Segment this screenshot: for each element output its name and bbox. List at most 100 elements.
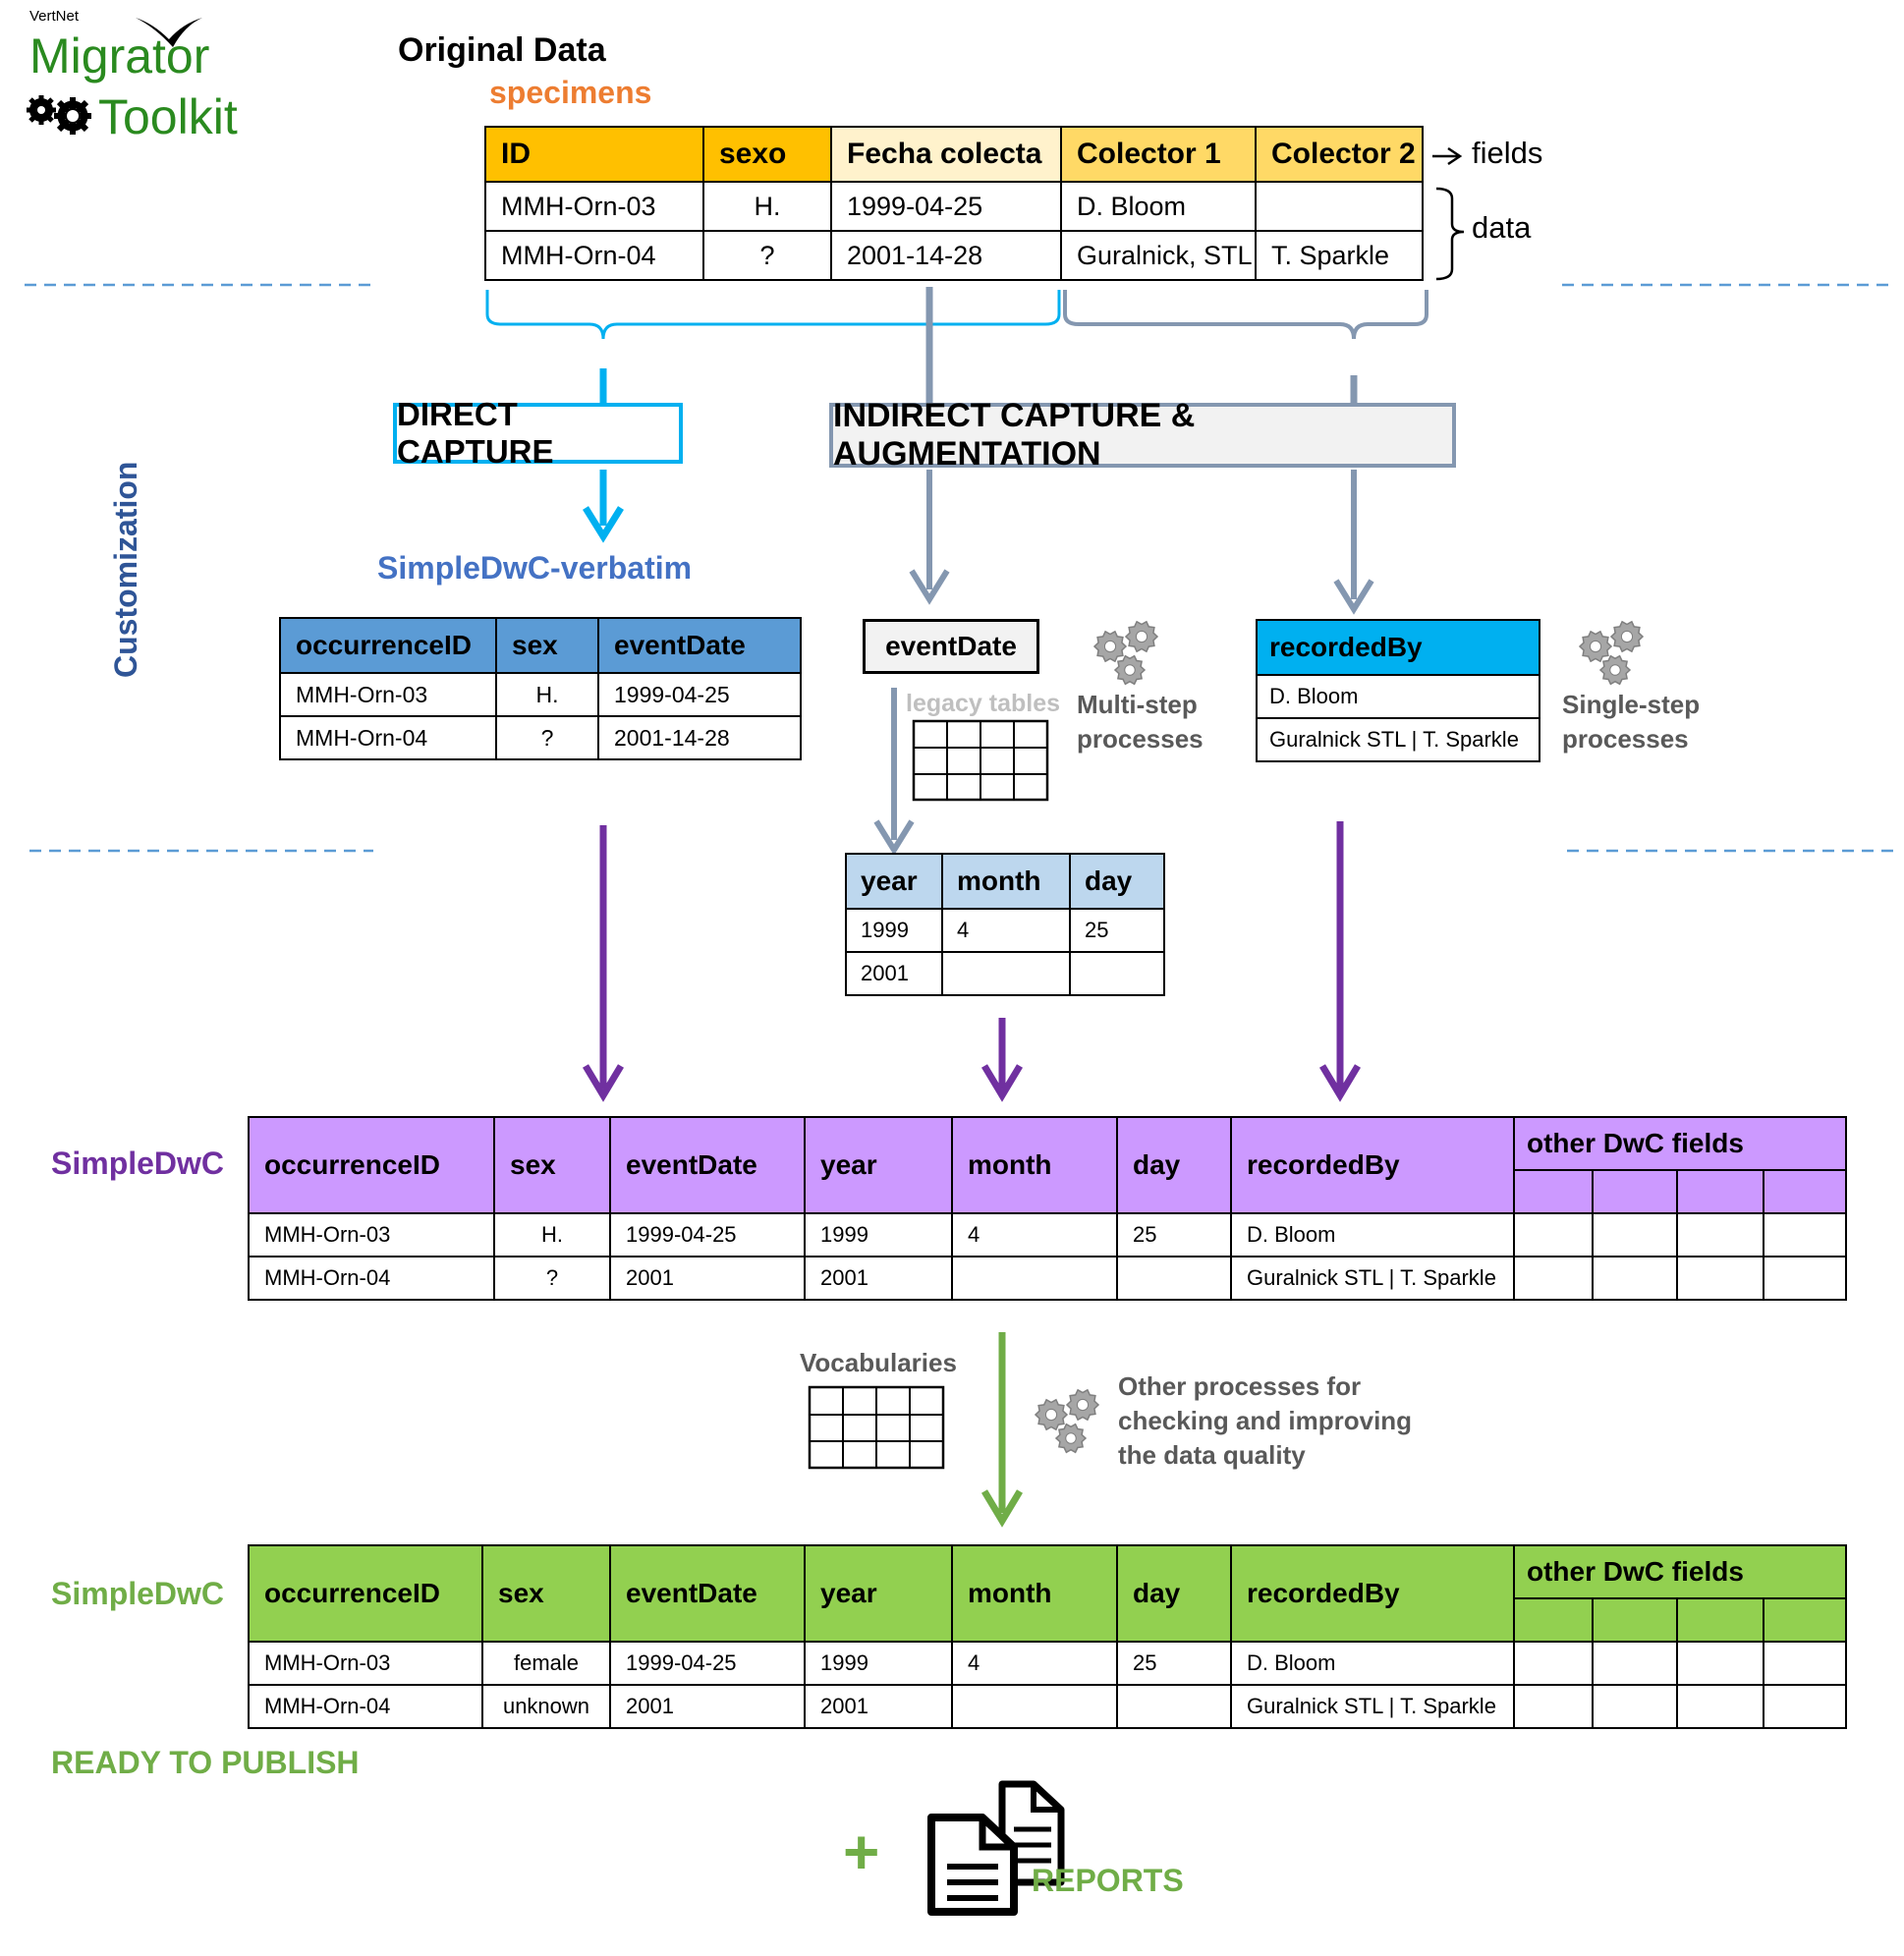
header-cell: Fecha colecta [830,126,1062,183]
header-cell: occurrenceID [279,617,497,674]
header-cell: month [951,1116,1118,1214]
header-cell: eventDate [597,617,802,674]
ready-to-publish-label: READY TO PUBLISH [51,1745,360,1780]
header-cell: recordedBy [1256,619,1540,676]
table-cell: Guralnick STL | T. Sparkle [1256,717,1540,762]
simpledwc-green-title: SimpleDwC [51,1576,225,1611]
table-cell: ? [493,1256,611,1301]
table-cell: 1999-04-25 [830,181,1062,232]
table-cell: 25 [1069,908,1165,953]
table-cell: MMH-Orn-04 [484,230,704,281]
reports-label: REPORTS [1032,1863,1184,1898]
table-cell: 1999 [845,908,943,953]
gear-cluster-icon [1578,620,1645,686]
empty-cell [1592,1169,1678,1214]
single-step-line2: processes [1562,724,1689,754]
table-cell: 4 [941,908,1071,953]
header-cell: year [845,853,943,910]
table-cell: MMH-Orn-03 [484,181,704,232]
header-cell: day [1069,853,1165,910]
gear-cluster-icon [1092,620,1159,686]
fields-label: fields [1472,136,1543,170]
table-cell: 2001 [609,1256,806,1301]
table-cell: 2001 [845,951,943,996]
table-cell: 25 [1116,1212,1232,1257]
table-cell: D. Bloom [1230,1212,1515,1257]
verbatim-table: occurrenceID sex eventDate MMH-Orn-03 H.… [279,617,802,760]
table-cell [941,951,1071,996]
header-cell: occurrenceID [248,1116,495,1214]
other-fields-header: other DwC fields [1512,1116,1848,1171]
data-brace [1435,187,1465,281]
table-cell: MMH-Orn-03 [248,1641,483,1686]
header-cell: year [804,1544,953,1643]
table-cell: D. Bloom [1230,1641,1515,1686]
table-cell: 2001 [804,1256,953,1301]
empty-cell [1513,1684,1594,1729]
logo-line1: Migrator [29,28,210,84]
direct-bracket [485,290,1061,340]
header-cell: Colector 2 [1255,126,1424,183]
simpledwc-green-table: occurrenceID sex eventDate year month da… [248,1544,1848,1729]
table-cell: 4 [951,1212,1118,1257]
empty-cell [1676,1597,1764,1643]
table-cell: Guralnick STL | T. Sparkle [1230,1684,1515,1729]
table-cell: 2001-14-28 [597,715,802,760]
table-cell: 4 [951,1641,1118,1686]
table-cell: Guralnick, STL [1060,230,1257,281]
table-cell: unknown [481,1684,611,1729]
original-data-table: ID sexo Fecha colecta Colector 1 Colecto… [484,126,1424,281]
header-cell: sex [481,1544,611,1643]
vocabularies-label: Vocabularies [800,1348,957,1377]
header-cell: sex [495,617,599,674]
multi-step-line1: Multi-step [1077,690,1198,719]
table-cell: 1999 [804,1212,953,1257]
cyan-arrowhead [583,506,624,543]
table-cell: D. Bloom [1060,181,1257,232]
data-label: data [1472,210,1532,245]
empty-cell [1513,1597,1594,1643]
header-cell: eventDate [609,1544,806,1643]
single-step-line1: Single-step [1562,690,1701,719]
empty-cell [1592,1212,1678,1257]
table-cell [1116,1256,1232,1301]
indirect-capture-label: INDIRECT CAPTURE & AUGMENTATION [833,397,1196,473]
table-cell [1116,1684,1232,1729]
vocabularies-grid-table-icon [808,1385,945,1470]
empty-cell [1513,1212,1594,1257]
empty-cell [1676,1641,1764,1686]
table-cell: MMH-Orn-04 [279,715,497,760]
simpledwc-purple-table: occurrenceID sex eventDate year month da… [248,1116,1848,1301]
verbatim-title: SimpleDwC-verbatim [377,550,693,586]
empty-cell [1762,1212,1848,1257]
table-cell: ? [495,715,599,760]
other-fields-header: other DwC fields [1512,1544,1848,1599]
table-cell [951,1256,1118,1301]
table-cell: MMH-Orn-04 [248,1256,495,1301]
table-cell: MMH-Orn-03 [279,672,497,717]
empty-cell [1513,1169,1594,1214]
header-cell: recordedBy [1230,1116,1515,1214]
header-cell: ID [484,126,704,183]
single-step-label: Single-step processes [1562,688,1700,756]
indirect-bracket [1063,290,1428,340]
table-cell: 25 [1116,1641,1232,1686]
table-cell [1255,181,1424,232]
simpledwc-purple-title: SimpleDwC [51,1146,225,1181]
table-cell: H. [493,1212,611,1257]
empty-cell [1676,1212,1764,1257]
direct-capture-label: DIRECT CAPTURE [397,396,554,470]
document-icon [927,1780,1065,1916]
bird-logo-icon [136,18,202,47]
table-cell: H. [702,181,832,232]
empty-cell [1676,1169,1764,1214]
empty-cell [1762,1256,1848,1301]
other-processes-line2: checking and improving [1118,1406,1413,1435]
empty-cell [1762,1684,1848,1729]
gear-cluster-icon [1034,1388,1100,1454]
fields-arrow [1432,146,1463,166]
empty-cell [1762,1641,1848,1686]
header-cell: sexo [702,126,832,183]
table-cell: T. Sparkle [1255,230,1424,281]
